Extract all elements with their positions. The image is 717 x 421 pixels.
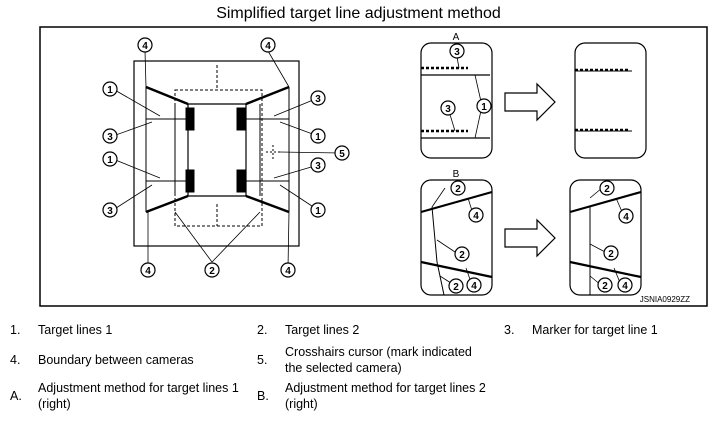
legend-text: Target lines 1: [38, 323, 113, 337]
figure-code: JSNIA0929ZZ: [640, 295, 690, 304]
callout-1: [476, 98, 492, 114]
legend-key: 4.: [10, 353, 21, 367]
callout-1: [102, 81, 118, 97]
callout-2: [599, 180, 615, 196]
callout-4: [466, 277, 482, 293]
callout-2: [454, 246, 470, 262]
callout-4: [260, 37, 276, 53]
legend-text: Adjustment method for target lines 1 (ri…: [38, 381, 239, 411]
panel-b-label: B: [453, 169, 460, 180]
panel-a-before: [420, 42, 493, 159]
callout-2: [204, 262, 220, 278]
callout-4: [617, 277, 633, 293]
callout-2: [597, 277, 613, 293]
callout-3: [310, 90, 326, 106]
callout-3: [102, 202, 118, 218]
legend-text: Boundary between cameras: [38, 353, 194, 367]
legend-key: A.: [10, 389, 22, 403]
figure-frame: [39, 26, 708, 307]
legend-key: B.: [257, 389, 269, 403]
callout-3: [102, 128, 118, 144]
callout-4: [618, 208, 634, 224]
legend-key: 5.: [257, 353, 268, 367]
callout-1: [310, 202, 326, 218]
legend-key: 1.: [10, 323, 21, 337]
panel-a-label: A: [453, 32, 460, 43]
callout-3: [310, 157, 326, 173]
legend-text: Adjustment method for target lines 2 (ri…: [285, 381, 486, 411]
panel-b-before: [420, 179, 493, 296]
legend-text: Target lines 2: [285, 323, 360, 337]
callout-3: [449, 43, 465, 59]
legend-text: Marker for target line 1: [532, 323, 658, 337]
diagram-title: Simplified target line adjustment method: [216, 5, 501, 22]
legend-text: Crosshairs cursor (mark indicated the se…: [285, 345, 472, 375]
callout-2: [450, 180, 466, 196]
callout-4: [468, 207, 484, 223]
panel-a-after: [574, 42, 647, 159]
callout-5: [334, 145, 350, 161]
callout-4: [140, 262, 156, 278]
legend-key: 3.: [504, 323, 515, 337]
callout-4: [137, 37, 153, 53]
camera-view-diagram: [112, 50, 341, 269]
callout-2: [603, 245, 619, 261]
callout-2: [448, 278, 464, 294]
callout-1: [102, 151, 118, 167]
callout-1: [310, 128, 326, 144]
callout-4: [280, 262, 296, 278]
panel-b-after: [569, 179, 642, 296]
legend-key: 2.: [257, 323, 268, 337]
callout-3: [440, 100, 456, 116]
